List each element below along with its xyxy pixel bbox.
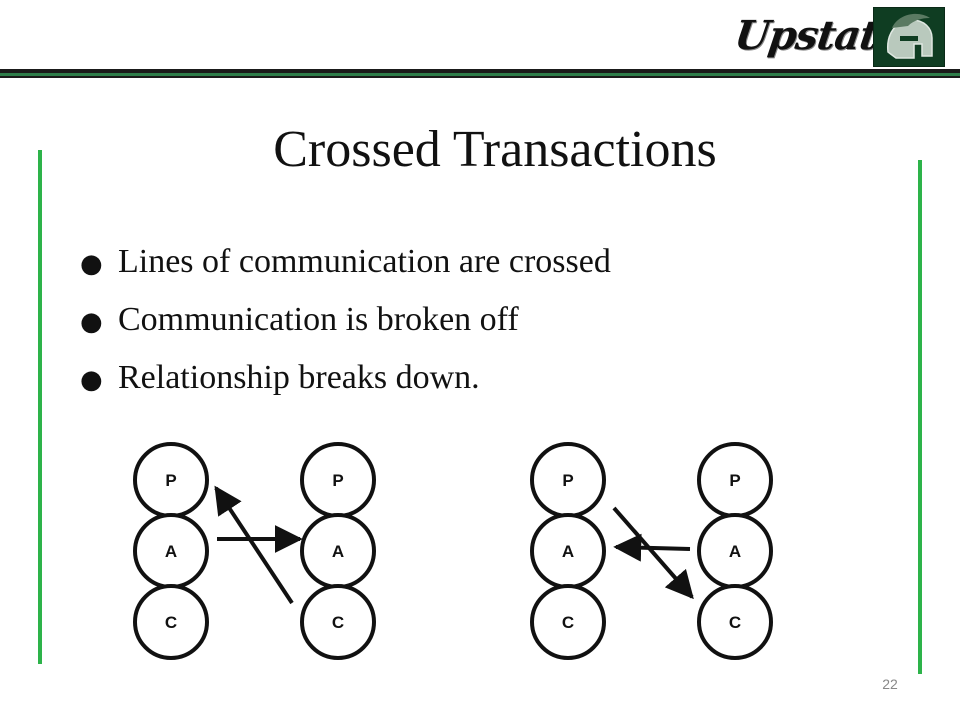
header-rule-green — [0, 73, 960, 76]
bullet-item: ● Relationship breaks down. — [80, 352, 860, 410]
bullet-text: Relationship breaks down. — [118, 359, 480, 396]
ego-state-label: P — [165, 471, 176, 490]
diagram-1: P A C P A C — [133, 442, 376, 660]
transaction-arrow — [613, 533, 691, 562]
header-rule-top — [0, 69, 960, 73]
bullet-dot-icon: ● — [80, 365, 103, 395]
ego-stack-right: P A C — [697, 442, 773, 660]
ego-state-label: P — [332, 471, 343, 490]
bullet-dot-icon: ● — [80, 307, 103, 337]
ego-state-label: P — [562, 471, 573, 490]
bullet-item: ● Communication is broken off — [80, 294, 860, 352]
ego-state-label: C — [562, 613, 574, 632]
bullet-list: ● Lines of communication are crossed ● Com… — [80, 236, 860, 410]
ego-state-label: C — [729, 613, 741, 632]
bullet-text: Lines of communication are crossed — [118, 243, 611, 280]
ego-state-label: A — [332, 542, 344, 561]
left-accent-bar — [38, 150, 42, 664]
diagram-2: P A C P A C — [530, 442, 773, 660]
ego-state-circle — [697, 584, 773, 660]
ego-state-label: A — [562, 542, 574, 561]
bullet-text: Communication is broken off — [118, 301, 519, 338]
ego-state-circle — [300, 584, 376, 660]
ego-state-label: A — [729, 542, 741, 561]
ego-state-label: P — [729, 471, 740, 490]
spartan-helmet-icon — [887, 13, 933, 59]
ego-stack-left: P A C — [133, 442, 209, 660]
ego-state-label: A — [165, 542, 177, 561]
spartan-helmet-logo — [873, 7, 945, 67]
ego-stack-right: P A C — [300, 442, 376, 660]
bullet-item: ● Lines of communication are crossed — [80, 236, 860, 294]
slide-title: Crossed Transactions — [273, 121, 717, 178]
bullet-dot-icon: ● — [80, 249, 103, 279]
page-number: 22 — [882, 676, 898, 692]
ego-state-label: C — [165, 613, 177, 632]
transaction-arrow — [214, 485, 294, 605]
ego-state-label: C — [332, 613, 344, 632]
transaction-arrow — [612, 506, 694, 600]
ego-state-circle — [530, 584, 606, 660]
header-rule-bottom — [0, 76, 960, 78]
ego-state-circle — [133, 584, 209, 660]
ego-stack-left: P A C — [530, 442, 606, 660]
right-accent-bar — [918, 160, 922, 674]
